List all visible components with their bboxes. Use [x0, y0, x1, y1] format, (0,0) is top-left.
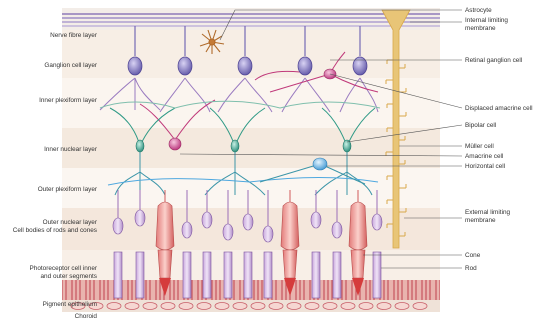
ganglion-cell	[127, 26, 143, 76]
label-external-limiting-membrane: External limiting	[465, 209, 511, 216]
label-outer-nuclear-layer-sub: Cell bodies of rods and cones	[13, 227, 97, 234]
label-ganglion-cell-layer: Ganglion cell layer	[44, 62, 97, 69]
label-photoreceptor-segments-sub: and outer segments	[41, 273, 98, 280]
cones	[155, 190, 368, 296]
astrocyte-cell	[199, 29, 225, 54]
rod	[310, 190, 322, 299]
cone	[155, 190, 175, 296]
label-displaced-amacrine-cell: Displaced amacrine cell	[465, 105, 533, 112]
bipolar-cell	[230, 139, 240, 153]
label-horizontal-cell: Horizontal cell	[465, 163, 505, 170]
rod	[112, 190, 124, 299]
label-amacrine-cell: Amacrine cell	[465, 153, 503, 160]
horizontal-cell	[312, 157, 328, 171]
bipolar-cell	[342, 139, 352, 153]
label-photoreceptor-segments: Photoreceptor cell inner	[30, 265, 98, 272]
label-nerve-fibre-layer: Nerve fibre layer	[50, 32, 98, 39]
label-astrocyte: Astrocyte	[465, 7, 492, 14]
cone	[280, 190, 300, 296]
right-labels: Astrocyte Internal limiting membrane Ret…	[465, 7, 533, 272]
rod	[134, 190, 146, 299]
rod	[331, 190, 343, 299]
amacrine-cell	[168, 137, 182, 151]
label-rod: Rod	[465, 265, 477, 272]
nerve-fibres	[62, 13, 440, 27]
rod	[222, 190, 234, 299]
ganglion-cell	[177, 26, 193, 76]
label-muller-cell: Müller cell	[465, 143, 494, 150]
ganglion-cell	[237, 26, 253, 76]
ganglion-cell	[297, 26, 313, 76]
label-cone: Cone	[465, 252, 481, 259]
label-inner-nuclear-layer: Inner nuclear layer	[44, 146, 98, 153]
rod	[181, 190, 193, 299]
rod	[201, 190, 213, 299]
ganglion-cell	[352, 26, 368, 76]
rod	[242, 190, 254, 299]
ganglion-cells	[127, 26, 368, 76]
leader-lines	[179, 9, 463, 269]
pigment-epithelium	[70, 302, 428, 310]
bipolar-cell	[135, 139, 145, 153]
left-labels: Nerve fibre layer Ganglion cell layer In…	[13, 32, 98, 320]
label-internal-limiting-membrane: Internal limiting	[465, 17, 508, 24]
rod	[262, 190, 274, 299]
label-choroid: Choroid	[75, 313, 98, 320]
label-inner-plexiform-layer: Inner plexiform layer	[39, 97, 98, 104]
label-pigment-epithelium: Pigment epithelium	[43, 301, 97, 308]
label-bipolar-cell: Bipolar cell	[465, 122, 496, 129]
label-outer-nuclear-layer: Outer nuclear layer	[43, 219, 98, 226]
label-internal-limiting-membrane-sub: membrane	[465, 25, 496, 32]
cone	[348, 190, 368, 296]
rod	[371, 190, 383, 299]
label-outer-plexiform-layer: Outer plexiform layer	[38, 186, 98, 193]
rods	[112, 190, 383, 299]
bipolar-cells	[135, 139, 352, 153]
label-retinal-ganglion-cell: Retinal ganglion cell	[465, 57, 522, 64]
label-external-limiting-membrane-sub: membrane	[465, 217, 496, 224]
